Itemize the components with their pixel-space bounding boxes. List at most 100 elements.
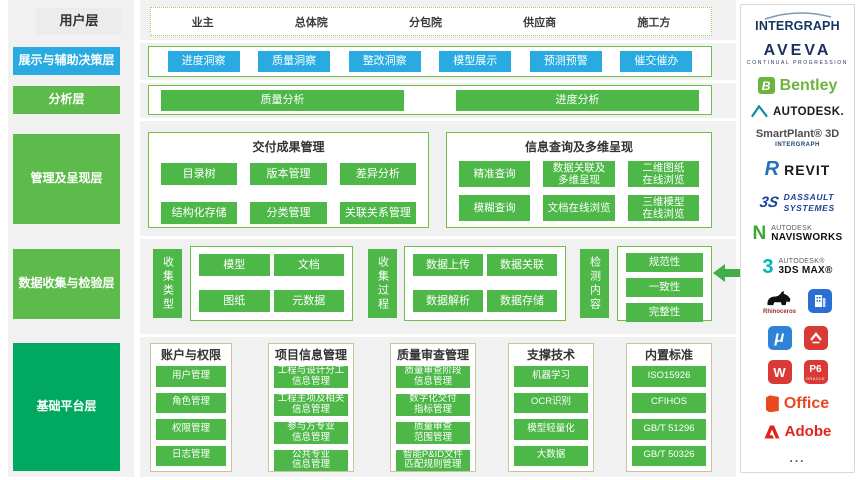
adobe-logo: Adobe <box>764 423 832 441</box>
left-arrow-icon <box>713 264 740 282</box>
smartplant-intergraph-sub: INTERGRAPH <box>775 141 820 148</box>
layer-label-collection-text: 数据收集与检验层 <box>18 276 115 291</box>
platform-col-quality-review: 质量审查管理 质量审查阶段 信息管理 数字化交付 指标管理 质量审查 范围管理 … <box>390 343 476 472</box>
platform-col-support-tech: 支撑技术 机器学习 OCR识别 模型轻量化 大数据 <box>508 343 594 472</box>
platform-col-account: 账户与权限 用户管理 角色管理 权限管理 日志管理 <box>150 343 232 472</box>
module-role-management: 角色管理 <box>156 392 226 413</box>
sketchup-icon <box>803 325 828 350</box>
layer-label-platform-text: 基础平台层 <box>36 399 97 414</box>
collect-process-label: 收集过程 <box>368 249 397 318</box>
module-machine-learning: 机器学习 <box>514 366 588 387</box>
dassault-3s-icon: 3S <box>758 193 781 211</box>
smartplant-logo: SmartPlant® 3D INTERGRAPH <box>755 127 840 148</box>
intergraph-swoosh-icon <box>764 12 831 20</box>
layer-label-management-text: 管理及呈现层 <box>30 171 103 186</box>
module-2d-drawing-view: 二维图纸 在线浏览 <box>627 161 699 187</box>
layer-label-user-text: 用户层 <box>59 13 99 29</box>
module-precise-query: 精准查询 <box>459 161 531 187</box>
module-common-discipline-info: 公共专业 信息管理 <box>274 449 348 472</box>
rhinoceros-icon <box>767 291 791 306</box>
stakeholder-supplier: 供应商 <box>523 16 557 29</box>
aveva-tagline: CONTINUAL PROGRESSION <box>747 60 848 67</box>
intergraph-logo-text: INTERGRAPH <box>755 19 840 33</box>
adobe-logo-text: Adobe <box>784 423 832 441</box>
module-main-item-info: 工程主项及相关 信息管理 <box>274 393 348 416</box>
module-review-scope: 质量审查 范围管理 <box>396 421 470 444</box>
office-logo: Office <box>765 394 830 413</box>
module-doc-type: 文档 <box>273 254 344 276</box>
module-drawing-type: 图纸 <box>199 290 270 312</box>
module-expedite: 催交催办 <box>620 51 693 72</box>
p6-text: P6 <box>809 363 822 375</box>
module-cfihos: CFIHOS <box>632 392 706 413</box>
3dsmax-logo: 3 AUTODESK® 3DS MAX® <box>762 256 832 279</box>
module-delivery-indicator: 数字化交付 指标管理 <box>396 393 470 416</box>
office-logo-text: Office <box>783 394 830 412</box>
query-presentation-title: 信息查询及多维呈现 <box>524 140 633 154</box>
platform-col-support-tech-title: 支撑技术 <box>526 348 575 362</box>
revit-r-icon: R <box>764 158 780 181</box>
adobe-a-icon <box>764 425 780 439</box>
module-quality-insight: 质量洞察 <box>258 51 331 72</box>
module-data-association: 数据关联 <box>487 254 557 276</box>
platform-col-quality-review-title: 质量审查管理 <box>396 348 469 362</box>
analysis-box: 质量分析 进度分析 <box>148 85 712 115</box>
bentley-logo-text: Bentley <box>779 76 838 94</box>
platform-col-standards: 内置标准 ISO15926 CFIHOS GB/T 51296 GB/T 503… <box>626 343 712 472</box>
module-model-lightweight: 模型轻量化 <box>514 419 588 440</box>
platform-col-standards-title: 内置标准 <box>644 348 693 362</box>
query-presentation-box: 信息查询及多维呈现 精准查询 数据关联及 多维呈现 二维图纸 在线浏览 模糊查询… <box>446 132 712 228</box>
module-data-storage: 数据存储 <box>487 290 557 312</box>
smartplant-logo-text: SmartPlant® 3D <box>755 127 840 140</box>
collect-type-label: 收集类型 <box>153 249 182 318</box>
dassault-line1: DASSAULT <box>783 191 835 202</box>
3dsmax-logo-text: 3DS MAX® <box>778 265 833 277</box>
module-data-association-display: 数据关联及 多维呈现 <box>543 161 615 187</box>
module-review-stage-info: 质量审查阶段 信息管理 <box>396 365 470 388</box>
layer-label-collection: 数据收集与检验层 <box>13 249 120 319</box>
platform-col-account-title: 账户与权限 <box>160 348 221 362</box>
mu-app-icon: μ <box>767 325 792 350</box>
primavera-p6-icon: P6 ORACLE <box>803 360 828 385</box>
module-model-type: 模型 <box>199 254 270 276</box>
layer-label-decision: 展示与辅助决策层 <box>13 47 120 75</box>
revit-logo: R REVIT <box>765 158 831 181</box>
module-normativity: 规范性 <box>626 253 703 272</box>
more-logos-ellipsis: ... <box>789 450 806 465</box>
layer-label-decision-text: 展示与辅助决策层 <box>18 53 115 68</box>
module-data-upload: 数据上传 <box>413 254 483 276</box>
stakeholder-constructor: 施工方 <box>637 16 671 29</box>
p6-oracle-text: ORACLE <box>805 375 826 381</box>
bentley-logo: B Bentley <box>757 76 838 95</box>
module-design-division-info: 工程与设计分工 信息管理 <box>274 365 348 388</box>
stakeholder-owner: 业主 <box>191 16 214 29</box>
3dsmax-3-icon: 3 <box>762 255 774 278</box>
rhinoceros-logo: Rhinoceros <box>763 289 796 315</box>
autodesk-chevron-icon <box>750 105 768 118</box>
icon-row-2: μ <box>767 325 828 350</box>
navisworks-n-icon: N <box>752 223 767 245</box>
module-big-data: 大数据 <box>514 445 588 466</box>
stakeholder-sub-institute: 分包院 <box>408 16 442 29</box>
dassault-line2: SYSTEMES <box>783 202 835 213</box>
module-ocr: OCR识别 <box>514 392 588 413</box>
layer-label-analysis: 分析层 <box>13 86 120 114</box>
module-diff-analysis: 差异分析 <box>339 163 416 185</box>
layer-label-user: 用户层 <box>36 8 122 35</box>
collect-type-box: 模型 文档 图纸 元数据 <box>190 246 353 321</box>
delivery-management-box: 交付成果管理 目录树 版本管理 差异分析 结构化存储 分类管理 关联关系管理 <box>148 132 429 228</box>
module-log-management: 日志管理 <box>156 445 226 466</box>
rhinoceros-caption: Rhinoceros <box>762 309 796 316</box>
intergraph-logo: INTERGRAPH <box>755 12 840 33</box>
module-user-management: 用户管理 <box>156 366 226 387</box>
check-content-label: 检测内容 <box>580 249 609 318</box>
module-directory-tree: 目录树 <box>161 163 238 185</box>
layer-label-platform: 基础平台层 <box>13 343 120 471</box>
module-version-management: 版本管理 <box>250 163 327 185</box>
module-gbt50326: GB/T 50326 <box>632 445 706 466</box>
software-logos-panel: INTERGRAPH AVEVA CONTINUAL PROGRESSION B… <box>740 4 855 473</box>
module-3d-model-view: 三维模型 在线浏览 <box>627 195 699 221</box>
module-gbt51296: GB/T 51296 <box>632 419 706 440</box>
check-content-box: 规范性 一致性 完整性 <box>617 246 712 322</box>
